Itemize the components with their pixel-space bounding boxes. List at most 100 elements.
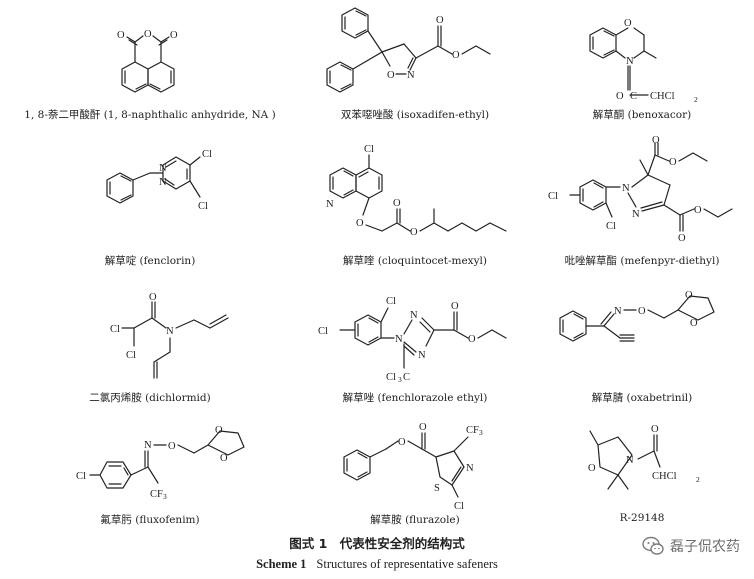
structure-fenclorin: N N Cl Cl [106, 149, 212, 212]
compound-label: 解草酮 (benoxacor) [592, 109, 692, 121]
atom-n: N [622, 183, 630, 194]
atom-cl: Cl [364, 144, 374, 155]
atom-n: N [144, 440, 152, 451]
atom-n: N [466, 463, 474, 474]
atom-n: N [159, 177, 167, 188]
atom-sub-2: 2 [694, 95, 698, 104]
atom-o: O [451, 301, 459, 312]
atom-sub-3: 3 [163, 492, 167, 501]
compound-isoxadifen-ethyl: O N O O 双苯噁唑酸 (isoxadifen-ethyl) [300, 0, 530, 130]
atom-n: N [407, 70, 415, 81]
atom-cl: Cl [202, 149, 212, 160]
atom-o: O [144, 29, 152, 40]
structure-flurazole: O O N S CF Cl [343, 422, 479, 512]
wechat-icon [642, 536, 664, 555]
structure-dichlormid: Cl Cl O N [110, 292, 229, 379]
compound-cloquintocet-mexyl: N Cl O O O 解草喹 (cloquintocet-mexyl) [300, 135, 530, 270]
atom-cl3c: Cl [386, 372, 396, 383]
compound-flurazole: O O N S CF Cl 3 解草胺 (flurazole) [300, 415, 530, 533]
compound-benoxacor: O N C O CHCl 2 解草酮 (benoxacor) [530, 0, 754, 130]
compound-label: R-29148 [619, 512, 665, 524]
compound-fenclorin: N N Cl Cl 解草啶 (fenclorin) [0, 135, 300, 270]
atom-cl: Cl [76, 471, 86, 482]
flurazole-sub-labels: 3 [479, 428, 483, 437]
atom-o: O [588, 463, 596, 474]
atom-c: C [630, 91, 637, 102]
compound-fluxofenim: Cl N O O O CF 3 氟草肟 (fluxofenim) [0, 415, 300, 533]
atom-o: O [685, 290, 693, 301]
atom-cl: Cl [110, 324, 120, 335]
structure-oxabetrinil: N O [559, 295, 715, 342]
atom-n: N [632, 209, 640, 220]
compound-label: 二氯丙烯胺 (dichlormid) [89, 392, 211, 404]
atom-o: O [669, 157, 677, 168]
atom-n: N [626, 56, 634, 67]
compound-mefenpyr-diethyl: Cl Cl N N O O O O [530, 135, 754, 270]
atom-o: O [170, 30, 178, 41]
atom-o: O [638, 306, 646, 317]
atom-sub-3: 3 [479, 428, 483, 437]
dioxolane-o-labels: O O [685, 290, 698, 329]
atom-sub-3: 3 [398, 375, 402, 384]
compound-r-29148: O N O CHCl 2 R-29148 [530, 415, 754, 533]
atom-o: O [652, 135, 660, 146]
atom-o: O [220, 453, 228, 464]
compound-label: 解草啶 (fenclorin) [104, 255, 196, 267]
atom-n: N [395, 334, 403, 345]
structure-mefenpyr-diethyl: Cl Cl N N O O O O [548, 135, 733, 244]
figure-caption-en-label: Scheme 1 [256, 557, 307, 571]
structure-fluxofenim: Cl N O O O CF 3 [76, 425, 245, 501]
compound-oxabetrinil: N O O O 解草腈 (oxabetrinil) [530, 280, 754, 410]
atom-cl: Cl [606, 221, 616, 232]
compound-label: 1, 8-萘二甲酸酐 (1, 8-naphthalic anhydride, N… [24, 109, 276, 121]
atom-cf: CF [150, 489, 163, 500]
atom-o: O [117, 30, 125, 41]
atom-n: N [326, 199, 334, 210]
compound-dichlormid: Cl Cl O N 二氯丙烯胺 (dichlormid) [0, 280, 300, 410]
structure-isoxadifen-ethyl: O N O O [326, 7, 491, 93]
figure-caption-en: Scheme 1 Structures of representative saf… [0, 557, 754, 572]
atom-o: O [168, 441, 176, 452]
atom-o: O [419, 422, 427, 433]
figure-caption-en-text: Structures of representative safeners [316, 557, 498, 571]
atom-chcl: CHCl [650, 91, 675, 102]
atom-o: O [452, 50, 460, 61]
atom-n: N [418, 350, 426, 361]
atom-cl: Cl [548, 191, 558, 202]
atom-o: O [651, 424, 659, 435]
structure-naphthalic-anhydride: O O O [117, 29, 178, 93]
atom-o: O [393, 198, 401, 209]
compound-label: 解草腈 (oxabetrinil) [591, 392, 693, 404]
atom-n: N [626, 455, 634, 466]
watermark-text: 磊子侃农药 [670, 539, 740, 555]
compound-label: 解草胺 (flurazole) [370, 514, 460, 526]
atom-o: O [149, 292, 157, 303]
atom-o: O [356, 218, 364, 229]
atom-n: N [614, 306, 622, 317]
compound-naphthalic-anhydride: O O O 1, 8-萘二甲酸酐 (1, 8-naphthalic anhydr… [0, 0, 300, 130]
atom-o: O [410, 227, 418, 238]
atom-n: N [410, 310, 418, 321]
atom-cl: Cl [318, 326, 328, 337]
structure-benoxacor: O N C O CHCl 2 [589, 18, 698, 104]
compound-label: 双苯噁唑酸 (isoxadifen-ethyl) [340, 109, 490, 121]
atom-cf: CF [466, 425, 479, 436]
atom-sub-2: 2 [696, 475, 700, 484]
structure-cloquintocet-mexyl: N Cl O O O [326, 144, 507, 238]
atom-chcl: CHCl [652, 471, 677, 482]
structure-fenchlorazole-ethyl: Cl Cl N N N Cl 3 C O O [318, 296, 507, 384]
compound-label: 吡唑解草酯 (mefenpyr-diethyl) [564, 255, 720, 267]
atom-o: O [468, 334, 476, 345]
atom-o: O [690, 318, 698, 329]
atom-c: C [403, 372, 410, 383]
atom-o: O [387, 70, 395, 81]
atom-o: O [398, 437, 406, 448]
atom-o: O [678, 233, 686, 244]
figure-caption-cn: 图式 1 代表性安全剂的结构式 [289, 536, 465, 551]
atom-cl: Cl [126, 350, 136, 361]
atom-n: N [159, 163, 167, 174]
compound-label: 解草喹 (cloquintocet-mexyl) [343, 255, 487, 267]
atom-o: O [694, 205, 702, 216]
structure-r-29148: O N O CHCl 2 [588, 424, 700, 490]
